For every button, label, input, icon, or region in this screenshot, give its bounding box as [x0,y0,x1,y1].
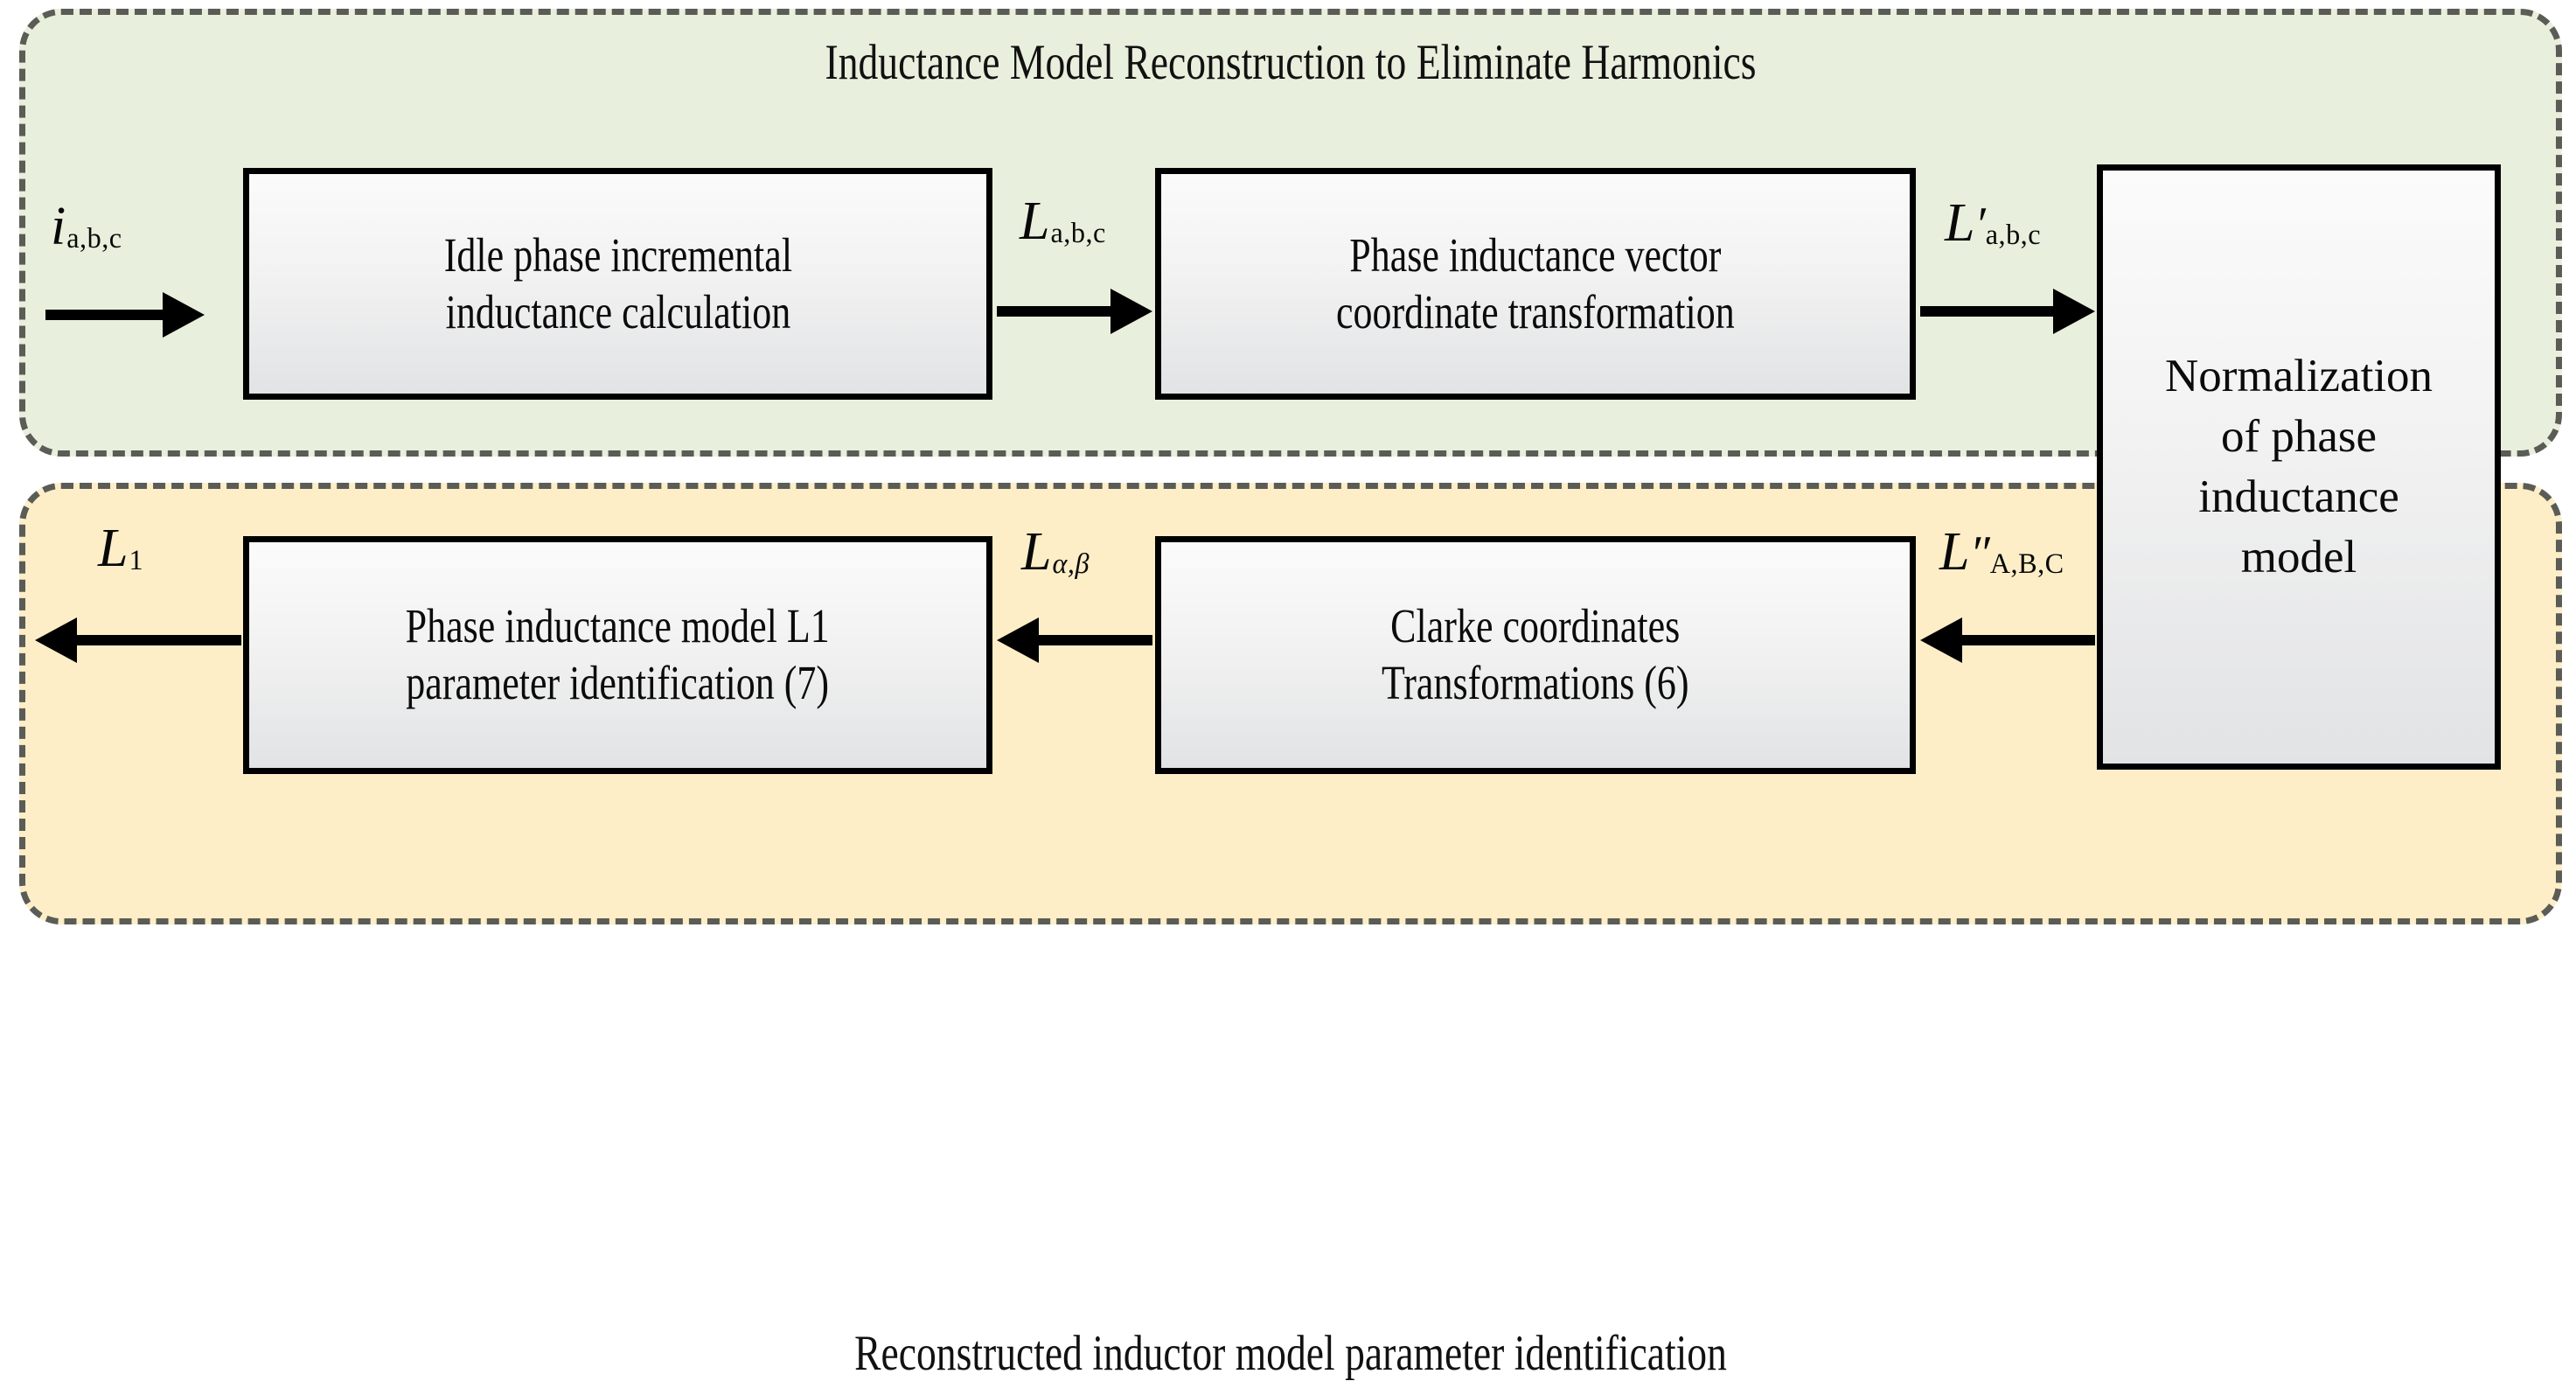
signal-symbol: L [1939,522,1970,582]
signal-subscript: a,b,c [66,221,122,254]
arrow-shaft [1920,306,2058,317]
signal-subscript: α,β [1052,547,1090,579]
block-label: Phase inductance model L1 parameter iden… [405,599,831,709]
arrow-head-right-icon [2053,289,2095,334]
block-phase-inductance-model-l1-parameter-identification[interactable]: Phase inductance model L1 parameter iden… [243,536,992,774]
panel-top-caption: Inductance Model Reconstruction to Elimi… [825,35,1757,90]
signal-label-L-alpha-beta: Lα,β [1021,525,1090,579]
block-phase-inductance-vector-coordinate-transformation[interactable]: Phase inductance vector coordinate trans… [1155,168,1916,400]
signal-subscript: a,b,c [1050,216,1106,248]
signal-symbol: L [1945,193,1975,253]
signal-label-L-1: L1 [98,521,143,575]
arrow-head-right-icon [163,292,205,338]
block-label: Phase inductance vector coordinate trans… [1336,227,1735,338]
signal-symbol: i [51,197,66,256]
block-label: Clarke coordinates Transformations (6) [1382,599,1689,709]
diagram-canvas: Inductance Model Reconstruction to Elimi… [19,9,2562,1378]
signal-label-L-prime-abc: L′a,b,c [1945,196,2041,250]
block-label: Idle phase incremental inductance calcul… [443,227,792,338]
signal-label-L-doubleprime-ABC: L″A,B,C [1939,525,2064,579]
block-normalization-of-phase-inductance-model[interactable]: Normalization of phase inductance model [2097,164,2501,770]
signal-symbol: L [1021,522,1052,582]
panel-bottom-caption: Reconstructed inductor model parameter i… [854,1326,1727,1381]
arrow-shaft [997,306,1116,317]
signal-label-L-abc: La,b,c [1020,194,1106,248]
arrow-head-left-icon [35,617,77,663]
arrow-shaft [1957,635,2095,645]
signal-symbol: L [98,519,129,578]
block-clarke-coordinates-transformations[interactable]: Clarke coordinates Transformations (6) [1155,536,1916,774]
arrow-shaft [45,310,168,320]
signal-prime-accent: ′ [1974,198,1985,252]
block-idle-phase-incremental-inductance-calculation[interactable]: Idle phase incremental inductance calcul… [243,168,992,400]
signal-doubleprime-accent: ″ [1969,527,1989,581]
signal-symbol: L [1020,192,1050,251]
arrow-head-right-icon [1110,289,1152,334]
arrow-shaft [1034,635,1152,645]
arrow-shaft [72,635,241,645]
signal-label-i-abc: ia,b,c [51,199,122,254]
signal-subscript: A,B,C [1989,547,2064,579]
arrow-head-left-icon [997,617,1039,663]
signal-subscript: a,b,c [1985,218,2042,250]
signal-subscript: 1 [129,543,144,575]
block-label: Normalization of phase inductance model [2164,351,2433,582]
arrow-head-left-icon [1920,617,1962,663]
